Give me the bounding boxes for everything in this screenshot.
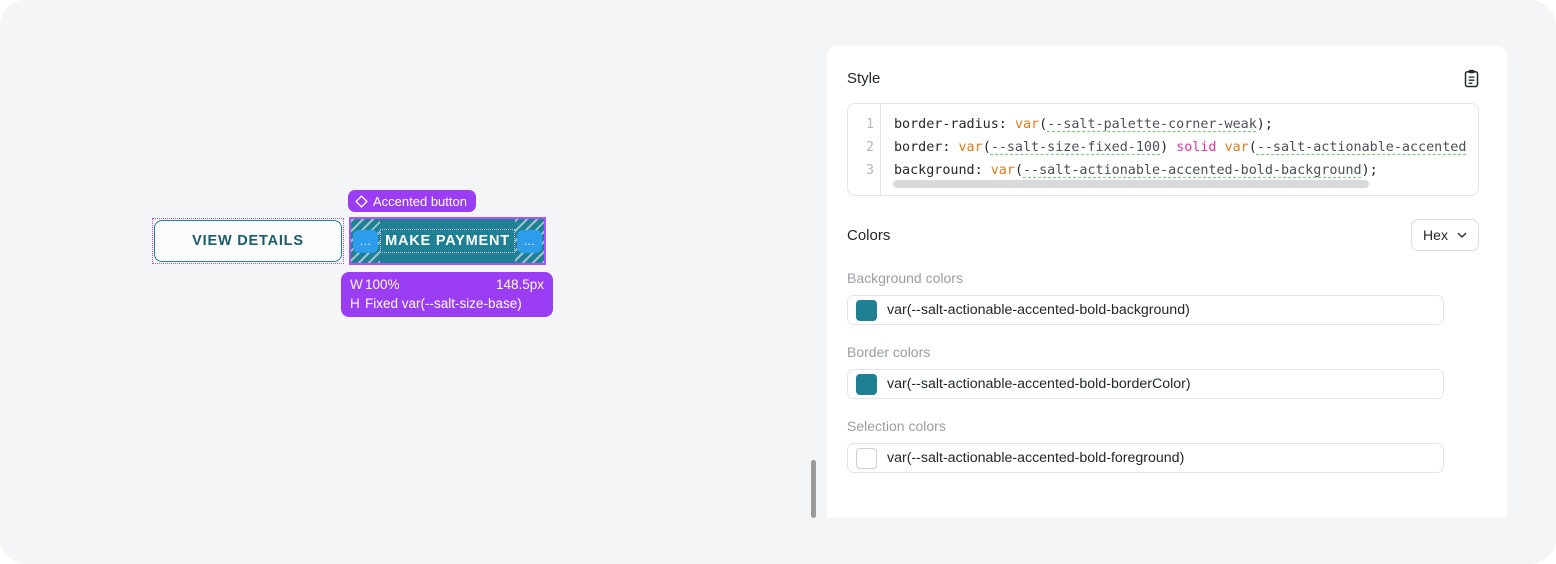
color-group-label: Background colors	[847, 270, 963, 286]
padding-right-indicator: ...	[514, 219, 544, 263]
make-payment-label-wrap: MAKE PAYMENT	[380, 219, 515, 263]
color-group-label: Selection colors	[847, 418, 946, 434]
width-key: W	[350, 277, 363, 292]
size-tooltip-height-row: H Fixed var(--salt-size-base)	[341, 294, 553, 313]
color-token-row[interactable]: var(--salt-actionable-accented-bold-back…	[847, 295, 1444, 325]
height-key: H	[350, 296, 360, 311]
code-token: var	[990, 163, 1015, 178]
size-tooltip: W 100% 148.5px H Fixed var(--salt-size-b…	[341, 272, 553, 317]
color-swatch	[856, 447, 877, 469]
style-section-title: Style	[847, 69, 881, 87]
size-tooltip-width-row: W 100% 148.5px	[341, 275, 553, 294]
make-payment-label: MAKE PAYMENT	[380, 229, 515, 253]
code-token: );	[1256, 117, 1273, 132]
padding-left-handle[interactable]: ...	[353, 229, 379, 253]
copy-style-button[interactable]	[1459, 66, 1483, 90]
code-line: background: var(--salt-actionable-accent…	[894, 159, 1478, 182]
chevron-down-icon	[1457, 232, 1467, 238]
code-line-number: 1	[866, 117, 874, 132]
code-line-number-gutter: 1 2 3	[848, 104, 881, 195]
panel-vertical-scrollbar[interactable]	[811, 460, 816, 518]
color-groups: Background colors var(--salt-actionable-a…	[847, 270, 1483, 473]
color-format-select[interactable]: Hex	[1411, 219, 1479, 251]
width-computed: 148.5px	[495, 277, 544, 292]
code-token: --salt-palette-corner-weak	[1047, 117, 1257, 132]
code-token: (	[1039, 117, 1048, 132]
code-token: );	[1361, 163, 1378, 178]
code-token: background:	[894, 163, 991, 178]
colors-section-title: Colors	[847, 226, 891, 244]
code-token: border:	[894, 140, 959, 155]
code-token: (	[982, 140, 991, 155]
padding-right-handle[interactable]: ...	[516, 229, 542, 253]
code-token: --salt-actionable-accented	[1256, 140, 1467, 155]
code-line: border: var(--salt-size-fixed-100) solid…	[894, 136, 1478, 159]
code-token: var	[958, 140, 983, 155]
color-swatch	[856, 373, 877, 395]
code-token: )	[1160, 140, 1177, 155]
color-token-row[interactable]: var(--salt-actionable-accented-bold-bord…	[847, 369, 1444, 399]
color-swatch	[856, 299, 877, 321]
component-type-label: Accented button	[373, 193, 467, 209]
code-token: (	[1248, 140, 1257, 155]
code-line-number: 3	[866, 163, 874, 178]
code-token: var	[1224, 140, 1249, 155]
code-token: (	[1014, 163, 1023, 178]
code-token: --salt-actionable-accented-bold-backgrou…	[1023, 163, 1362, 178]
code-token: solid	[1176, 140, 1217, 155]
component-type-badge[interactable]: Accented button	[348, 190, 476, 212]
color-token-name: var(--salt-actionable-accented-bold-bord…	[887, 376, 1191, 392]
code-token: border-radius:	[894, 117, 1015, 132]
make-payment-button[interactable]: ... MAKE PAYMENT ...	[349, 217, 546, 265]
clipboard-icon	[1464, 69, 1478, 87]
view-details-button[interactable]: VIEW DETAILS	[154, 220, 342, 262]
width-value: 100%	[365, 277, 400, 292]
color-token-name: var(--salt-actionable-accented-bold-back…	[887, 302, 1190, 318]
code-token: var	[1014, 117, 1040, 132]
view-details-selection-outline: VIEW DETAILS	[152, 218, 344, 264]
color-group-label: Border colors	[847, 344, 931, 360]
padding-left-indicator: ...	[351, 219, 381, 263]
component-preview-canvas: VIEW DETAILS ... MAKE PAYMENT ... Accent…	[152, 190, 553, 317]
color-token-row[interactable]: var(--salt-actionable-accented-bold-fore…	[847, 443, 1444, 473]
code-token	[1217, 140, 1225, 155]
height-value: Fixed var(--salt-size-base)	[365, 296, 522, 311]
color-format-value: Hex	[1423, 227, 1448, 243]
code-line-number: 2	[866, 140, 874, 155]
code-line: border-radius: var(--salt-palette-corner…	[894, 113, 1478, 136]
style-section-header: Style	[847, 66, 1483, 90]
code-horizontal-scrollbar[interactable]	[893, 180, 1369, 188]
color-token-name: var(--salt-actionable-accented-bold-fore…	[887, 450, 1185, 466]
diamond-icon	[355, 194, 368, 208]
code-token: --salt-size-fixed-100	[990, 140, 1161, 155]
colors-section-header: Colors Hex	[847, 219, 1479, 251]
code-content-area[interactable]: border-radius: var(--salt-palette-corner…	[881, 104, 1478, 195]
